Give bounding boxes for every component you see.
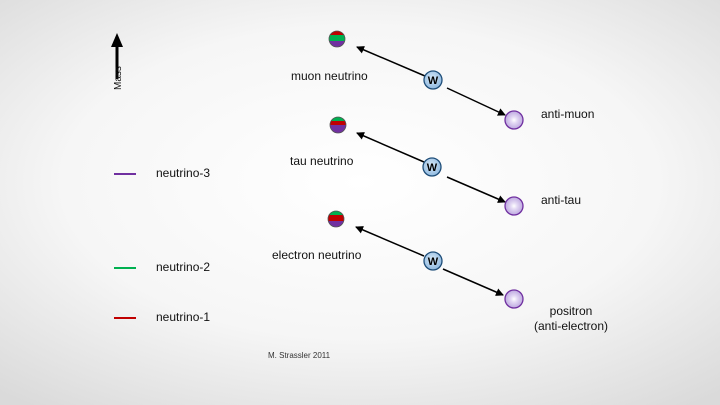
arrow-w-to-muon-neutrino — [356, 46, 426, 77]
label-positron: positron — [549, 304, 593, 318]
w-boson-2: W — [422, 157, 442, 177]
label-anti-tau: anti-tau — [541, 193, 582, 207]
arrow-w-to-anti-tau — [446, 176, 506, 203]
label-tau-neutrino: tau neutrino — [290, 154, 354, 168]
legend-label-neutrino-3: neutrino-3 — [156, 166, 211, 180]
mass-axis-label: Mass — [113, 66, 124, 90]
w-label-3: W — [428, 256, 439, 268]
neutrino-ball-electron — [327, 210, 345, 228]
arrow-w-to-positron — [442, 268, 504, 296]
positron-ball — [504, 289, 524, 309]
arrow-w-to-tau-neutrino — [356, 132, 425, 163]
credit-text: M. Strassler 2011 — [268, 351, 331, 360]
label-anti-electron: (anti-electron) — [533, 319, 609, 333]
arrow-w-to-anti-muon — [446, 87, 506, 116]
label-electron-neutrino: electron neutrino — [272, 248, 362, 262]
legend-label-neutrino-2: neutrino-2 — [156, 260, 211, 274]
neutrino-ball-muon — [328, 30, 346, 48]
w-boson-1: W — [423, 70, 443, 90]
neutrino-ball-tau — [329, 116, 347, 134]
anti-tau-ball — [504, 196, 524, 216]
arrow-w-to-electron-neutrino — [355, 226, 425, 257]
w-label-1: W — [428, 75, 439, 87]
legend-label-neutrino-1: neutrino-1 — [156, 310, 211, 324]
w-boson-3: W — [423, 251, 443, 271]
anti-muon-ball — [504, 110, 524, 130]
w-label-2: W — [427, 162, 438, 174]
label-anti-muon: anti-muon — [541, 107, 595, 121]
label-muon-neutrino: muon neutrino — [291, 69, 368, 83]
